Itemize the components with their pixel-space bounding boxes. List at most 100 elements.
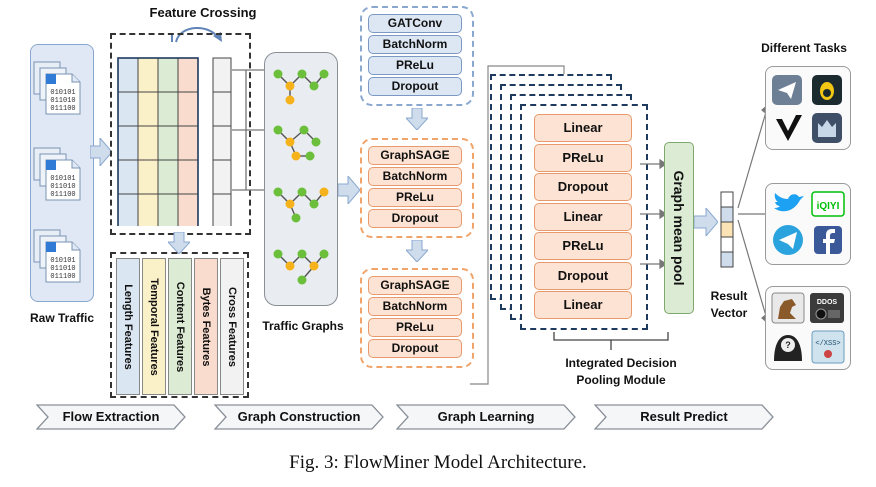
telegram-round-icon — [773, 225, 803, 255]
matrix-cell — [117, 91, 139, 127]
traffic-graphs-panel — [264, 52, 338, 306]
gnn-layer: PReLu — [368, 56, 462, 75]
file-binary-line: 011100 — [50, 273, 75, 281]
task-icons-1 — [772, 75, 842, 143]
file-binary-line: 011010 — [50, 183, 75, 191]
tor-icon — [812, 75, 842, 105]
stage-label: Graph Learning — [437, 409, 535, 424]
graph-node — [309, 199, 319, 209]
hacker-icon: ? — [774, 335, 802, 361]
matrix-cell — [117, 193, 139, 226]
gatconv-block — [360, 6, 474, 106]
graph-node — [297, 187, 307, 197]
arrow-matrix-to-features — [168, 232, 190, 254]
file-binary-line: 010101 — [50, 257, 75, 265]
graph-node — [285, 199, 295, 209]
matrix-cell — [137, 57, 159, 93]
traffic-graph — [273, 69, 329, 105]
cross-cell — [212, 125, 232, 161]
arrow-graphs-to-gnn — [338, 176, 360, 204]
gnn-layer: BatchNorm — [368, 297, 462, 316]
graph-node — [319, 249, 329, 259]
graph-node — [297, 249, 307, 259]
matrix-cell — [137, 193, 159, 226]
graph-node — [297, 69, 307, 79]
gnn-layer: PReLu — [368, 318, 462, 337]
stage-label: Graph Construction — [237, 409, 361, 424]
graph-node — [285, 81, 295, 91]
stage-chevron: Graph Learning — [396, 404, 576, 430]
file-binary-line: 010101 — [50, 89, 75, 97]
graph-mean-pool-label: Graph mean pool — [671, 170, 687, 286]
matrix-cell — [137, 159, 159, 195]
vector-cell — [720, 251, 734, 268]
file-binary-line: 011100 — [50, 105, 75, 113]
file-binary-line: 010101 — [50, 175, 75, 183]
tasks-title: Different Tasks — [761, 41, 847, 55]
task-box-2: iQIYI — [765, 183, 851, 265]
gnn-layer: PReLu — [368, 188, 462, 207]
gnn-layer: GraphSAGE — [368, 276, 462, 295]
file-binary-line: 011100 — [50, 191, 75, 199]
feature-column-label: Cross Features — [226, 286, 238, 367]
stage-label: Flow Extraction — [62, 409, 160, 424]
file-binary-line: 011010 — [50, 97, 75, 105]
traffic-graph — [273, 125, 321, 161]
traffic-graph — [273, 187, 329, 223]
trojan-horse-icon — [771, 292, 805, 324]
graph-node — [291, 213, 301, 223]
feature-column-label: Temporal Features — [148, 277, 160, 376]
cross-cell — [212, 57, 232, 93]
graph-node — [291, 151, 301, 161]
svg-text:iQIYI: iQIYI — [817, 201, 840, 212]
task-icons-3: DDOS ? </XSS> — [771, 292, 845, 364]
tunnel-app-icon — [812, 113, 842, 143]
graph-node — [319, 69, 329, 79]
iqiyi-icon: iQIYI — [811, 191, 845, 217]
graph-node — [309, 261, 319, 271]
pooling-layer: Linear — [534, 291, 632, 319]
gnn-layer: Dropout — [368, 339, 462, 358]
feature-column: Bytes Features — [194, 258, 218, 395]
feature-column-label: Content Features — [174, 281, 186, 372]
vector-cell — [720, 221, 734, 238]
graph-node — [273, 69, 283, 79]
pooling-layer: Linear — [534, 202, 632, 231]
ddos-icon: DDOS — [810, 293, 844, 323]
graph-mean-pool: Graph mean pool — [664, 142, 694, 314]
matrix-cell — [137, 125, 159, 161]
pooling-layer: PReLu — [534, 143, 632, 172]
matrix-cell — [177, 91, 199, 127]
cross-cell — [212, 193, 232, 226]
graph-node — [319, 187, 329, 197]
arrow-raw-to-features — [90, 138, 112, 166]
matrix-cell — [117, 125, 139, 161]
graph-node — [273, 125, 283, 135]
svg-text:?: ? — [785, 340, 791, 350]
matrix-cell — [117, 159, 139, 195]
graph-node — [273, 187, 283, 197]
gnn-layer: Dropout — [368, 209, 462, 228]
traffic-graphs — [273, 69, 329, 285]
traffic-graph — [273, 249, 329, 285]
file-binary-line: 011010 — [50, 265, 75, 273]
arrows-to-mean-pool — [640, 158, 666, 270]
feature-column: Content Features — [168, 258, 192, 395]
feature-matrix — [117, 57, 199, 226]
pooling-layer: Linear — [534, 114, 632, 142]
graph-node — [297, 275, 307, 285]
graph-node — [285, 137, 295, 147]
matrix-cell — [157, 57, 179, 93]
matrix-cell — [177, 57, 199, 93]
matrix-cell — [157, 159, 179, 195]
traffic-graphs-label: Traffic Graphs — [262, 319, 344, 333]
stage-chevron: Result Predict — [594, 404, 774, 430]
matrix-cell — [157, 91, 179, 127]
svg-text:</XSS>: </XSS> — [815, 340, 840, 348]
pooling-layer: PReLu — [534, 232, 632, 260]
cross-cell — [212, 159, 232, 195]
cross-column — [212, 57, 232, 226]
matrix-cell — [177, 125, 199, 161]
vector-cell — [720, 236, 734, 253]
